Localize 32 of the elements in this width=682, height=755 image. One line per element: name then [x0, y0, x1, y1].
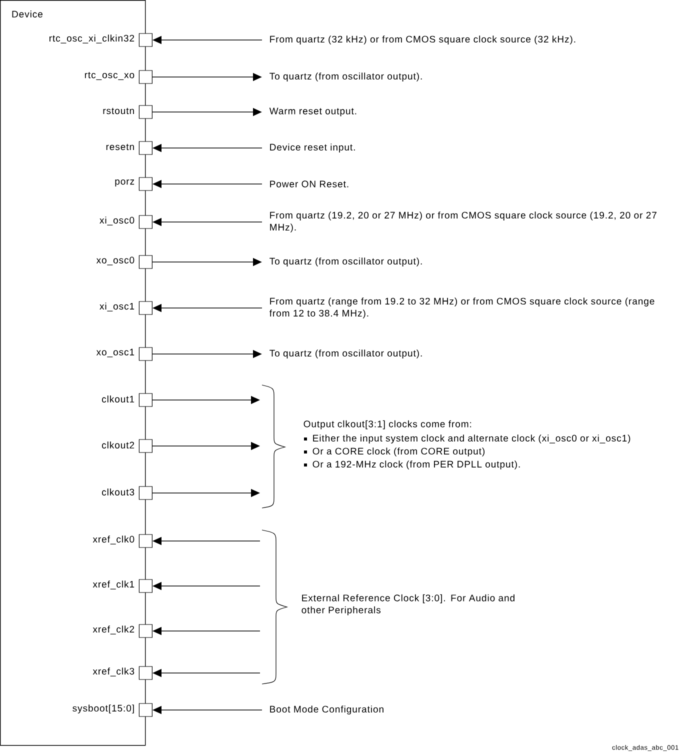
pin-label: porz — [115, 179, 134, 187]
pin-label: xi_osc0 — [100, 216, 134, 226]
pin-label: rstoutn — [103, 108, 134, 114]
note: Output clkout[3:1] clocks come from: — [304, 420, 472, 430]
bullet-item: Either the input system clock and alternate clock (xi_osc0 or xi_osc1) — [304, 434, 630, 444]
signal-description: From quartz (19.2, 20 or 27 MHz) or from CMOS square clock source (19.2, 20 or 27 MHz). — [270, 212, 656, 232]
pin-label: sysboot[15:0] — [72, 704, 134, 714]
pin-label: rtc_osc_xi_clkin32 — [49, 34, 134, 44]
bullet-item: Or a CORE clock (from CORE output) — [304, 448, 484, 456]
pin-label: clkout2 — [102, 442, 134, 448]
signal-description: To quartz (from oscillator output). — [270, 72, 422, 82]
signal-description: Power ON Reset. — [270, 180, 348, 188]
pin-label: clkout3 — [102, 488, 134, 496]
signal-description: From quartz (range from 19.2 to 32 MHz) or from CMOS square clock source (range from 12 to 38.4 MHz). — [270, 298, 654, 318]
pin-label: xref_clk3 — [92, 668, 134, 676]
pin-label: xi_osc1 — [100, 302, 134, 312]
signal-description: Device reset input. — [270, 144, 355, 152]
pin-label: resetn — [106, 144, 134, 150]
pin-label: xref_clk1 — [92, 580, 134, 590]
pin-label: xo_osc0 — [96, 256, 134, 266]
signal-description: To quartz (from oscillator output). — [270, 350, 422, 358]
bullet-item: Or a 192-MHz clock (from PER DPLL output). — [304, 460, 520, 470]
pin-label: clkout1 — [102, 396, 134, 402]
signal-description: Warm reset output. — [269, 108, 356, 116]
pin-label: xref_clk0 — [92, 536, 134, 544]
pin-label: xo_osc1 — [96, 348, 134, 358]
pin-label: rtc_osc_xo — [84, 72, 134, 80]
signal-description: To quartz (from oscillator output). — [270, 258, 422, 266]
signal-description: From quartz (32 kHz) or from CMOS square clock source (32 kHz). — [270, 36, 576, 44]
note: External Reference Clock [3:0]. For Audio and other Peripherals — [302, 594, 514, 616]
pin-label: xref_clk2 — [92, 626, 134, 634]
signal-description: Boot Mode Configuration — [270, 706, 384, 714]
